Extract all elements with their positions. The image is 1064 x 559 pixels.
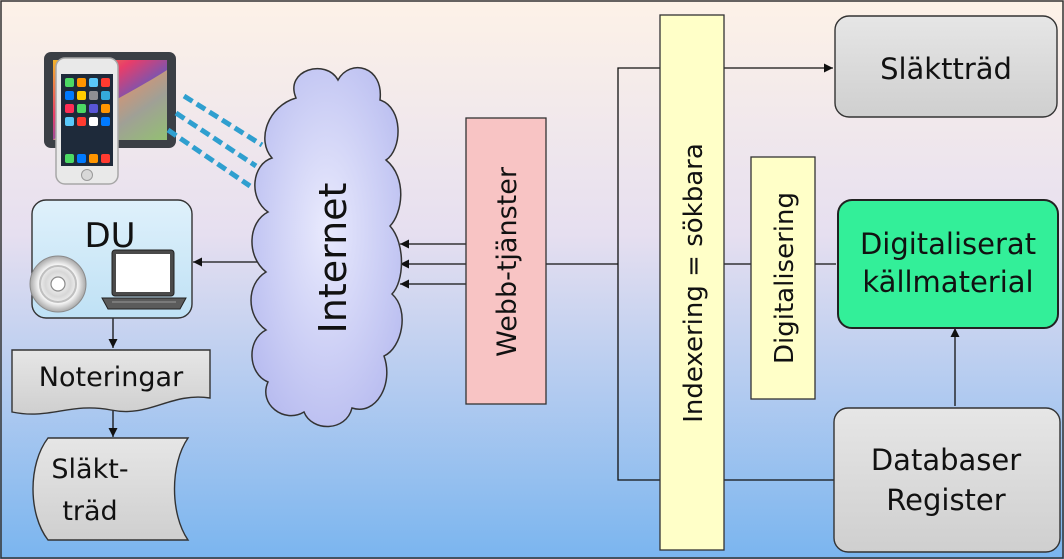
web-services-frame (465, 117, 547, 405)
wireless-line-2 (174, 110, 258, 169)
notes-shape (11, 349, 211, 415)
du-label: DU (84, 216, 135, 256)
laptop-base (101, 297, 187, 310)
digitizing-label: Digitalisering (770, 192, 800, 364)
laptop-icon (101, 249, 187, 310)
family-tree-online-box: Släktträd (834, 15, 1058, 118)
web-services-box: Webb-tjänster (465, 117, 547, 405)
family-tree-local-line2: träd (62, 496, 117, 527)
digitized-material-line1: Digitaliserat (860, 227, 1036, 261)
digitized-material-box: Digitaliserat källmaterial (837, 199, 1059, 329)
phone-home-button (81, 169, 93, 181)
laptop-screen (116, 254, 170, 292)
indexing-frame (659, 14, 725, 551)
phone-app-grid (65, 78, 110, 163)
web-services-label: Webb-tjänster (492, 166, 523, 357)
digitized-material-line2: källmaterial (862, 265, 1033, 299)
cloud-shape (250, 66, 403, 428)
databases-frame (833, 407, 1061, 553)
cd-disc-icon (29, 255, 87, 313)
notes-document: Noteringar (11, 349, 211, 415)
databases-line2: Register (886, 483, 1005, 517)
wireless-line-3 (166, 127, 252, 189)
connectors (108, 63, 960, 481)
family-tree-local-shape (32, 437, 190, 541)
digitized-material-frame (837, 199, 1059, 329)
digitizing-box: Digitalisering (750, 156, 816, 400)
line-bus-bottom (617, 284, 660, 481)
wireless-line-1 (182, 93, 264, 148)
line-bus-top (617, 67, 660, 244)
wireless-link (166, 93, 264, 189)
databases-box: Databaser Register (833, 407, 1061, 553)
family-tree-local: Släkt- träd (32, 437, 190, 541)
disc-ring (39, 265, 77, 303)
notes-label: Noteringar (39, 362, 184, 393)
indexing-label: Indexering = sökbara (679, 143, 709, 423)
family-tree-online-frame (834, 15, 1058, 118)
du-box: DU (29, 199, 193, 319)
databases-line1: Databaser (871, 443, 1021, 477)
family-tree-online-label: Släktträd (880, 52, 1012, 86)
internet-cloud: Internet (250, 66, 403, 428)
digitizing-frame (750, 156, 816, 400)
indexing-box: Indexering = sökbara (659, 14, 725, 551)
family-tree-local-line1: Släkt- (51, 454, 128, 485)
tablet-and-phone-icon (44, 52, 176, 185)
disc-hole (50, 276, 66, 292)
internet-label: Internet (311, 183, 355, 334)
